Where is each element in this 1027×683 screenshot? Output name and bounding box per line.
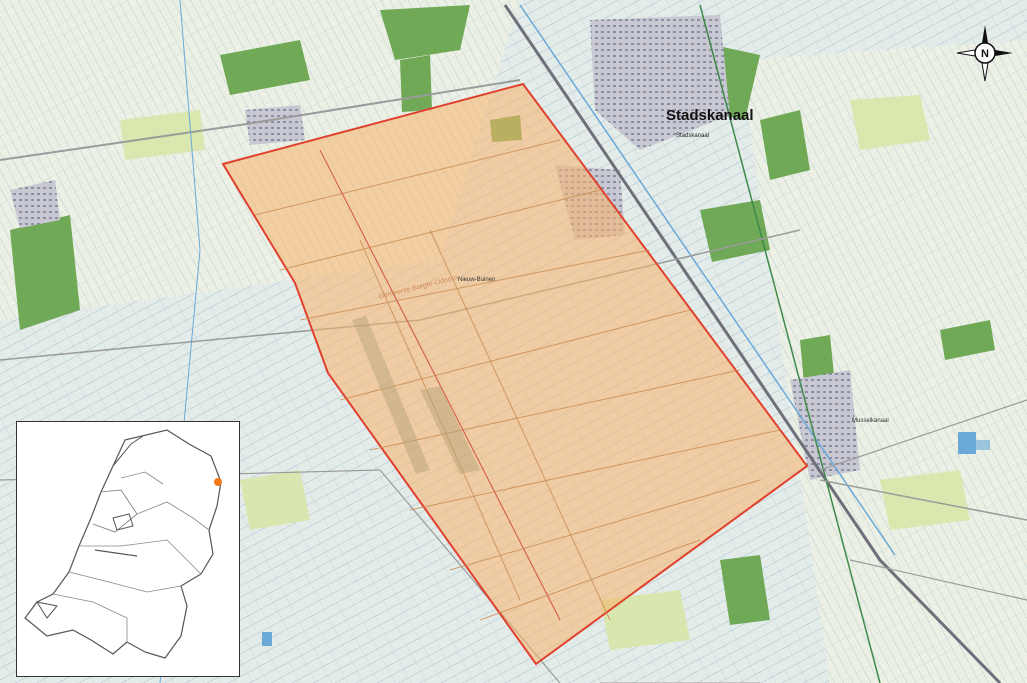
- netherlands-outline-map: [24, 429, 222, 659]
- town-north-west: [245, 105, 305, 145]
- study-area-marker: [214, 478, 222, 486]
- netherlands-outline: [24, 429, 222, 659]
- inset-map: [16, 421, 240, 677]
- compass-letter: N: [981, 48, 989, 60]
- town-label-musselkanaal: Musselkanaal: [852, 418, 889, 424]
- town-label-stadskanaal-small: Stadskanaal: [676, 133, 710, 139]
- town-west: [10, 180, 60, 228]
- study-area-roads: [254, 139, 781, 621]
- city-label-stadskanaal: Stadskanaal: [666, 107, 754, 124]
- main-canal-road: [503, 4, 1002, 683]
- farmland-east: [740, 40, 1027, 683]
- town-stadskanaal: [590, 15, 730, 150]
- study-area-polygon: [221, 82, 809, 666]
- peat-strips: [352, 316, 480, 474]
- town-label-nieuw-buinen: Nieuw-Buinen: [458, 277, 496, 283]
- compass-icon: N: [956, 25, 1013, 82]
- water-bodies: [262, 432, 990, 646]
